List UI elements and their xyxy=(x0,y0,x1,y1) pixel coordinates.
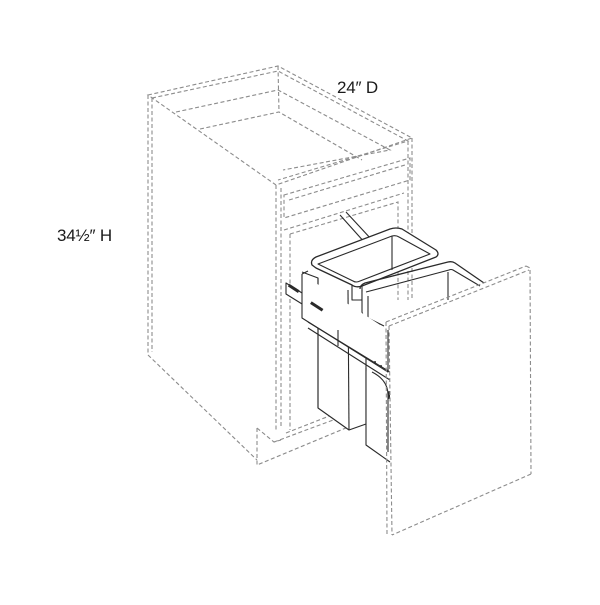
depth-dimension-label: 24″ D xyxy=(337,78,378,97)
height-dimension-label: 34½″ H xyxy=(57,226,112,245)
drawer-slide xyxy=(285,270,391,463)
cabinet-box xyxy=(146,65,414,466)
door-front-panel xyxy=(385,265,532,536)
